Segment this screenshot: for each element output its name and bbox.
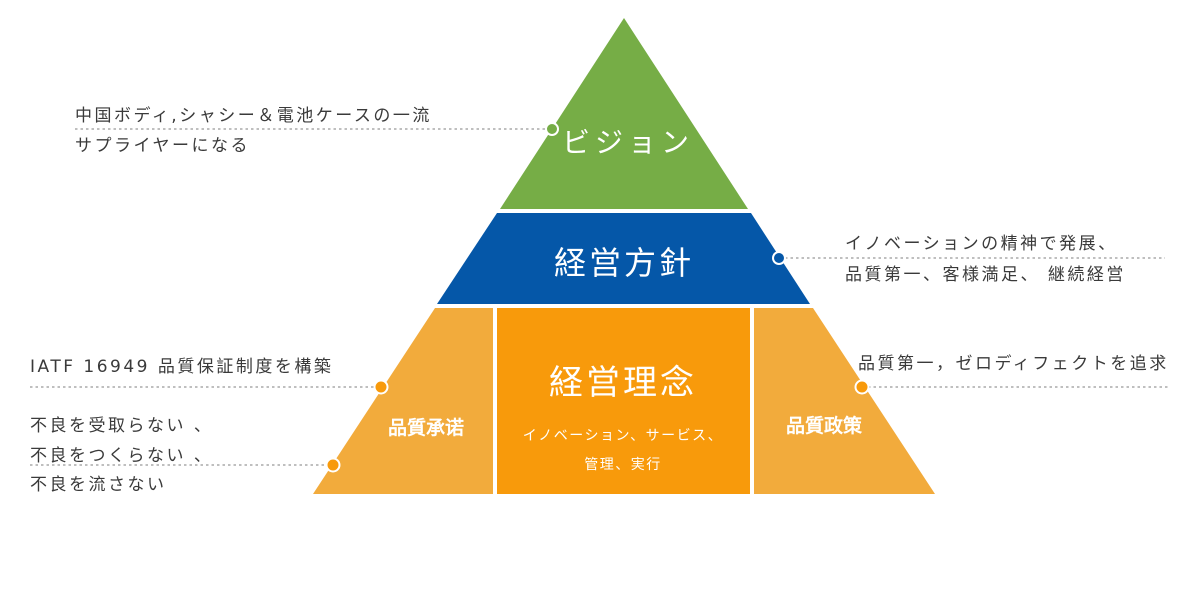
quality-policy-title: 品質政策 <box>786 414 863 437</box>
policy-note-2: 品質第一、客様満足、 継続経営 <box>845 265 1126 285</box>
policy-title: 経営方針 <box>554 244 694 282</box>
vision-title: ビジョン <box>562 126 694 159</box>
defect-note-3: 不良を流さない <box>30 475 167 495</box>
philosophy-block <box>497 308 750 494</box>
policy-note-1: イノベーションの精神で発展、 <box>845 234 1118 254</box>
vision-note-2: サプライヤーになる <box>75 136 250 156</box>
defect-dot <box>325 457 341 473</box>
defect-note-1: 不良を受取らない 、 <box>30 416 213 436</box>
vision-tier <box>500 18 748 209</box>
iatf-dot <box>373 379 389 395</box>
quality-commitment-block <box>313 308 493 494</box>
philosophy-title: 経営理念 <box>549 363 697 403</box>
vision-dot <box>545 122 559 136</box>
iatf-note: IATF 16949 品質保証制度を構築 <box>30 357 333 377</box>
quality-policy-block <box>754 308 935 494</box>
quality-policy-dot <box>854 379 870 395</box>
policy-tier <box>437 213 810 304</box>
quality-commitment-title: 品質承诺 <box>388 416 464 439</box>
vision-note-1: 中国ボディ,シャシー＆電池ケースの一流 <box>75 105 432 126</box>
quality-policy-note: 品質第一，ゼロディフェクトを追求 <box>858 353 1169 374</box>
philosophy-sub-1: イノベーション、サービス、 <box>523 428 723 444</box>
policy-dot <box>772 251 786 265</box>
philosophy-sub-2: 管理、実行 <box>584 457 662 473</box>
defect-note-2: 不良をつくらない 、 <box>30 446 213 466</box>
